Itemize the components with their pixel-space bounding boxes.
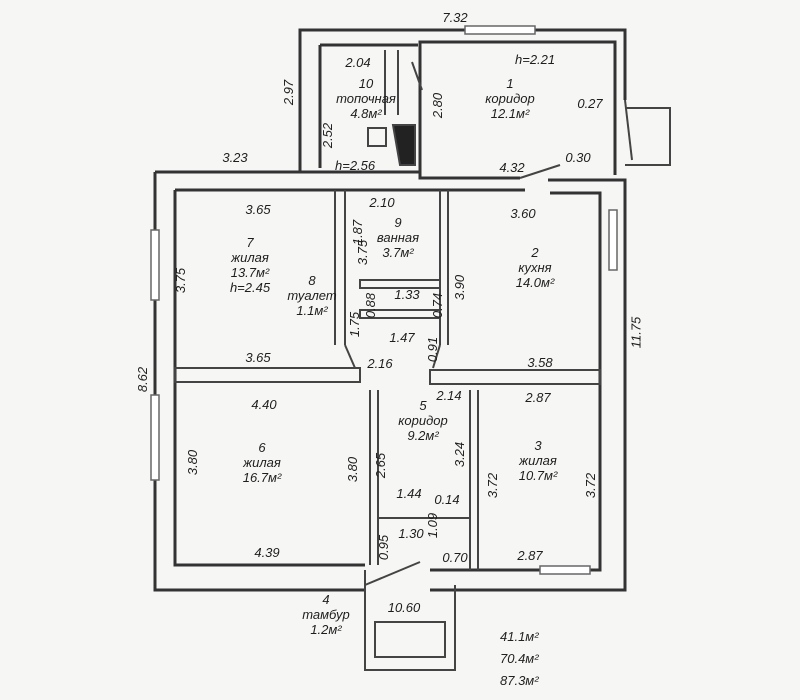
total-usable-area: 70.4м² — [500, 651, 539, 666]
room-height-1: h=2.21 — [515, 52, 556, 67]
room-label-1: 1 коридор 12.1м² — [485, 76, 535, 121]
room-label-3: 3 жилая 10.7м² — [518, 438, 558, 483]
outer-wall — [153, 172, 365, 592]
window — [150, 229, 160, 301]
partition-wall — [359, 279, 441, 289]
chimney — [391, 124, 416, 166]
dimension-label: 7.32 — [442, 10, 468, 25]
dimension-label: 1.30 — [398, 526, 424, 541]
dimension-label: 0.70 — [442, 550, 468, 565]
dimension-label: 4.39 — [254, 545, 280, 560]
outer-wall — [430, 178, 627, 592]
dimension-label: 1.09 — [425, 512, 441, 539]
dimension-label: 2.10 — [369, 195, 395, 210]
room-label-2: 2 кухня 14.0м² — [515, 245, 555, 290]
window — [464, 25, 536, 35]
dimension-label: 0.27 — [577, 96, 603, 111]
room-label-6: 6 жилая 16.7м² — [242, 440, 282, 485]
area-totals: 41.1м² 70.4м² 87.3м² — [500, 626, 539, 692]
dimension-label: 3.75 — [173, 267, 189, 294]
dimension-label: 1.33 — [394, 287, 420, 302]
dimension-label: 4.40 — [251, 397, 277, 412]
room-label-9: 9 ванная 3.7м² — [376, 215, 420, 260]
window — [539, 565, 591, 575]
total-area: 87.3м² — [500, 673, 539, 688]
window — [608, 209, 618, 271]
dimension-label: 3.75 — [355, 239, 371, 266]
room-label-5: 5 коридор 9.2м² — [398, 398, 448, 443]
dimension-label: 10.60 — [387, 600, 421, 615]
room-label-10: 10 топочная 4.8м² — [336, 76, 396, 121]
dimension-label: 4.32 — [499, 160, 525, 175]
outer-wall — [418, 40, 617, 180]
dimension-label: 0.91 — [425, 336, 441, 363]
room-label-4: 4 тамбур 1.2м² — [302, 592, 350, 637]
dimension-label: 11.75 — [628, 316, 644, 349]
porch — [364, 570, 456, 671]
door-leaf — [519, 164, 561, 179]
dimension-label: 2.87 — [525, 390, 551, 405]
dimension-label: 3.60 — [510, 206, 536, 221]
dimension-label: 3.72 — [485, 472, 501, 499]
door-leaf — [411, 61, 423, 91]
outer-wall — [298, 28, 627, 172]
dimension-label: 2.97 — [281, 79, 297, 106]
partition-wall — [359, 309, 441, 319]
dimension-label: 2.80 — [430, 92, 446, 119]
dimension-label: 3.72 — [583, 472, 599, 499]
dimension-label: 0.30 — [565, 150, 591, 165]
dimension-label: 3.58 — [527, 355, 553, 370]
dimension-label: 1.47 — [389, 330, 415, 345]
door-leaf — [624, 99, 633, 161]
dimension-label: 1.44 — [396, 486, 422, 501]
dimension-label: 1.75 — [347, 311, 363, 338]
room-label-7: 7 жилая 13.7м² h=2.45 — [229, 235, 271, 295]
dimension-label: 8.62 — [135, 366, 151, 393]
partition-wall — [174, 367, 361, 383]
door-leaf — [364, 561, 421, 586]
dimension-label: 0.95 — [376, 534, 392, 561]
dimension-label: 3.65 — [245, 202, 271, 217]
door-leaf — [432, 344, 441, 369]
inner-wall — [173, 190, 365, 567]
dimension-label: 3.80 — [345, 456, 361, 483]
dimension-label: 2.04 — [345, 55, 371, 70]
steps — [374, 621, 446, 658]
window — [150, 394, 160, 481]
boiler — [367, 127, 387, 147]
dimension-label: 3.90 — [452, 274, 468, 301]
dimension-label: 3.23 — [222, 150, 248, 165]
dimension-label: 0.88 — [363, 292, 379, 319]
dimension-label: 2.65 — [373, 452, 389, 479]
dimension-label: 2.52 — [320, 122, 336, 149]
dimension-label: 0.14 — [434, 492, 460, 507]
room-label-8: 8 туалет 1.1м² — [287, 273, 337, 318]
partition-wall — [429, 369, 601, 385]
door-leaf — [344, 344, 356, 369]
side-annex — [625, 107, 671, 166]
dimension-label: 3.65 — [245, 350, 271, 365]
dimension-label: 2.87 — [517, 548, 543, 563]
dimension-label: 0.74 — [430, 292, 446, 319]
total-living-area: 41.1м² — [500, 629, 539, 644]
dimension-label: 2.16 — [367, 356, 393, 371]
dimension-label: 3.24 — [452, 441, 468, 468]
dimension-label: 3.80 — [185, 449, 201, 476]
dimension-label: 2.14 — [436, 388, 462, 403]
room-height-10: h=2.56 — [335, 158, 376, 173]
